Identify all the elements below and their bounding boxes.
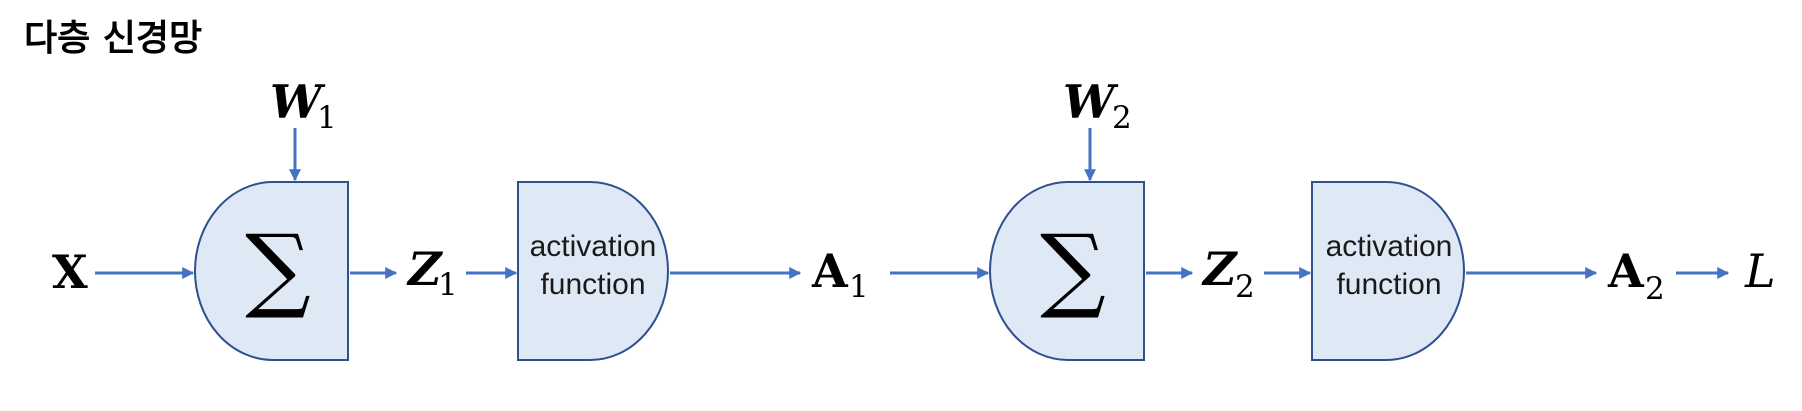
sum-node-1: ∑ xyxy=(194,181,349,361)
svg-text:2: 2 xyxy=(1112,100,1132,136)
svg-text:1: 1 xyxy=(849,269,869,305)
activation-node-1-shape xyxy=(517,181,669,361)
sum-node-2-shape xyxy=(989,181,1145,361)
activation-node-2: activation function xyxy=(1311,181,1465,361)
weight-w2-label: W 2 xyxy=(1063,75,1132,136)
activation-1-line1: activation xyxy=(530,230,657,263)
sum-node-1-shape xyxy=(194,181,349,361)
activation-2-line1: activation xyxy=(1326,230,1453,263)
a1-label: A 1 xyxy=(811,244,869,305)
sum-symbol-2: ∑ xyxy=(1040,215,1106,322)
svg-text:A: A xyxy=(811,244,849,298)
z2-label: Z 2 xyxy=(1201,242,1255,305)
svg-text:2: 2 xyxy=(1235,269,1255,305)
svg-text:W: W xyxy=(1063,75,1119,129)
svg-text:1: 1 xyxy=(317,100,337,136)
activation-2-line2: function xyxy=(1336,268,1441,301)
activation-node-2-shape xyxy=(1311,181,1465,361)
activation-1-line2: function xyxy=(540,268,645,301)
a2-label: A 2 xyxy=(1607,244,1665,307)
svg-text:1: 1 xyxy=(438,267,458,303)
diagram-title: 다층 신경망 xyxy=(24,18,202,59)
svg-text:Z: Z xyxy=(406,242,443,296)
loss-label: L xyxy=(1744,244,1776,298)
activation-node-1: activation function xyxy=(517,181,669,361)
svg-text:Z: Z xyxy=(1201,242,1238,296)
svg-text:A: A xyxy=(1607,244,1645,298)
svg-text:W: W xyxy=(270,75,326,129)
svg-text:2: 2 xyxy=(1645,271,1665,307)
input-x-label: X xyxy=(52,245,88,299)
sum-symbol-1: ∑ xyxy=(245,215,311,322)
weight-w1-label: W 1 xyxy=(270,75,337,136)
z1-label: Z 1 xyxy=(406,242,458,303)
sum-node-2: ∑ xyxy=(989,181,1145,361)
